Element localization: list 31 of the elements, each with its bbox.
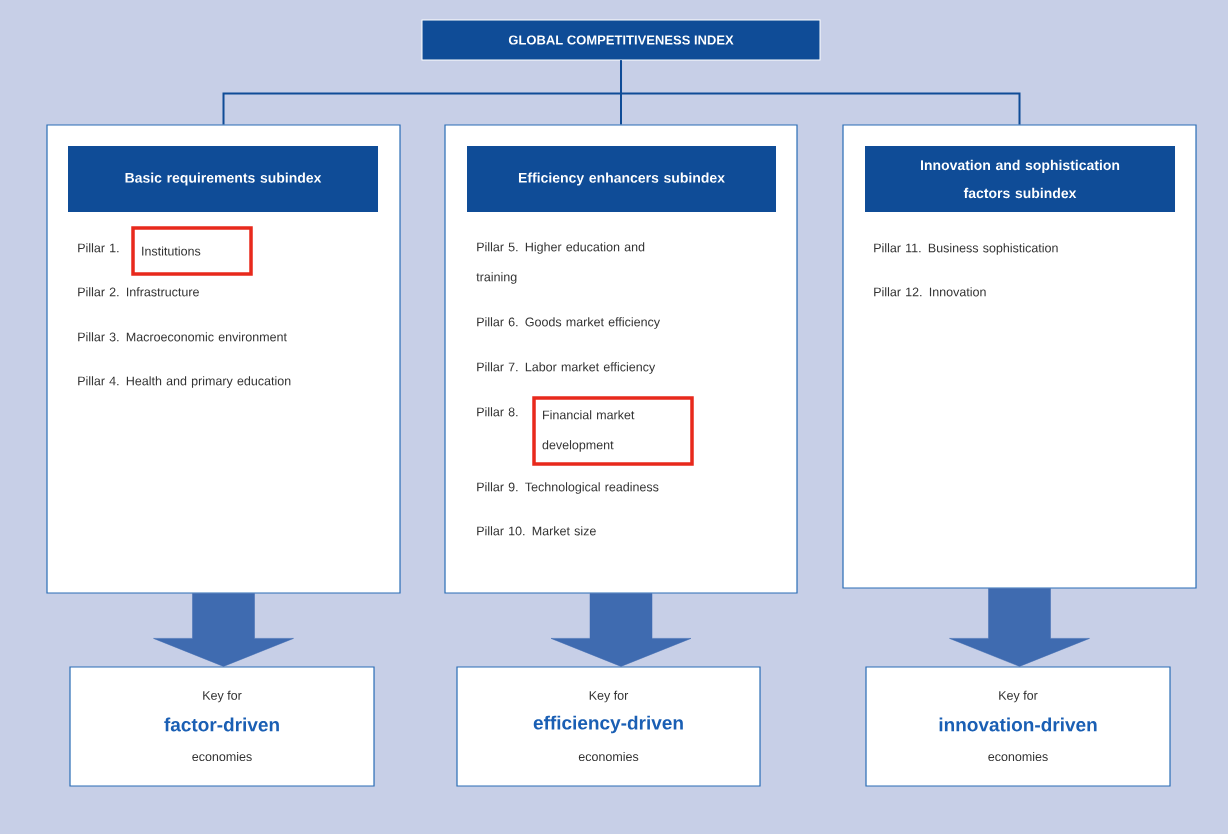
subindex-header: Basic requirements subindex	[68, 146, 378, 212]
key-text: economies	[578, 751, 639, 762]
pillar-text: Pillar 12. Innovation	[874, 287, 986, 297]
pillar-text: Pillar 5. Higher education and training	[476, 242, 645, 284]
subindex-header: Efficiency enhancers subindex	[467, 146, 776, 212]
pillar-text: Pillar 8.	[477, 407, 518, 417]
key-text: Key for	[589, 690, 629, 703]
pillar-text: Pillar 7. Labor market efficiency	[477, 362, 656, 374]
pillar-text: Pillar 1.	[78, 243, 119, 253]
connector-line	[620, 59, 1021, 126]
block-arrow	[949, 588, 1090, 667]
subindex-header: Innovation and sophistication factors subindex	[865, 146, 1175, 212]
key-text: factor-driven	[164, 717, 279, 732]
highlight-box: Financial market development	[532, 396, 694, 466]
pillar-text: Pillar 11. Business sophistication	[874, 243, 1058, 255]
index-box: GLOBAL COMPETITIVENESS INDEX	[421, 19, 821, 61]
pillar-text: Pillar 2. Infrastructure	[78, 287, 199, 297]
pillar-text: Pillar 6. Goods market efficiency	[477, 317, 661, 329]
block-arrow	[550, 593, 692, 667]
key-text: Key for	[999, 690, 1038, 703]
key-text: Key for	[203, 690, 242, 703]
pillar-text: Pillar 3. Macroeconomic environment	[78, 332, 287, 342]
highlight-box: Institutions	[131, 226, 253, 276]
pillar-text: Pillar 4. Health and primary education	[78, 376, 291, 388]
pillar-text: Pillar 10. Market size	[477, 526, 596, 536]
block-arrow	[153, 593, 294, 667]
pillar-text: Pillar 9. Technological readiness	[477, 482, 659, 494]
key-text: innovation-driven	[939, 717, 1097, 732]
key-text: economies	[192, 751, 252, 762]
key-text: efficiency-driven	[533, 715, 683, 734]
key-text: economies	[988, 751, 1048, 762]
